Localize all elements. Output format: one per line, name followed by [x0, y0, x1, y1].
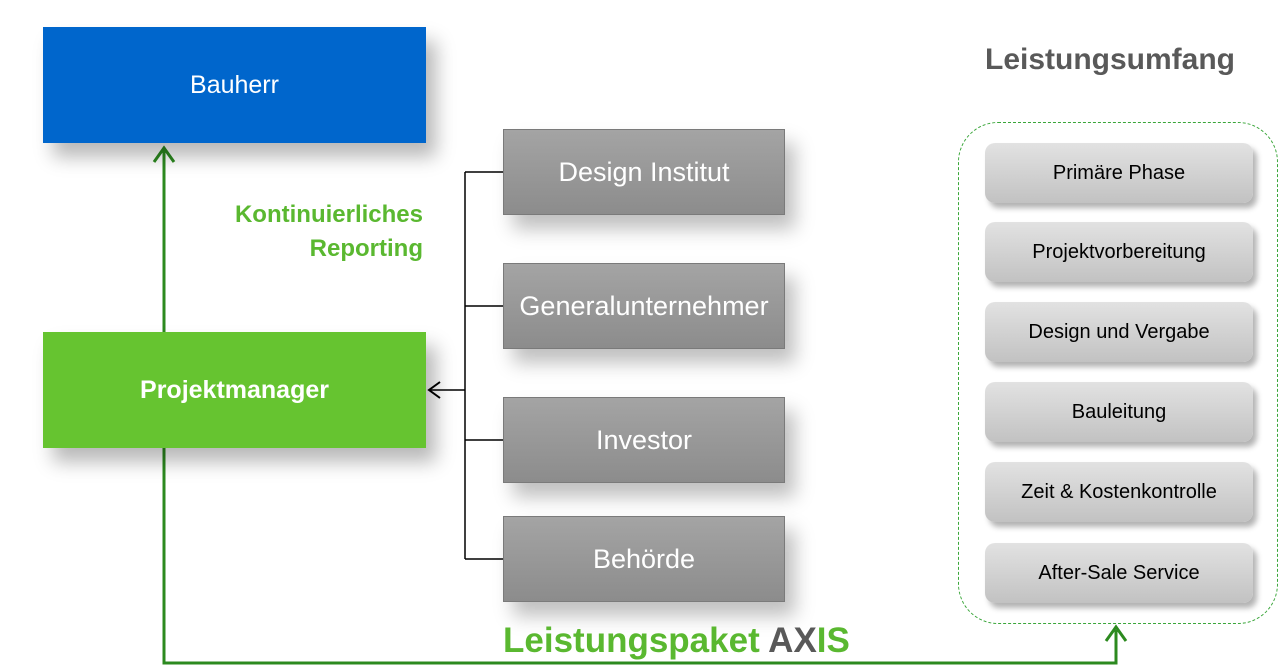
- scope-item-primaere-phase: Primäre Phase: [985, 143, 1253, 203]
- party-label: Design Institut: [558, 156, 730, 187]
- scope-container: [958, 122, 1278, 624]
- package-text: Leistungspaket: [503, 621, 760, 660]
- party-investor: Investor: [503, 397, 785, 483]
- package-arrow-line: [162, 448, 1118, 665]
- party-behoerde: Behörde: [503, 516, 785, 602]
- brand-axis-part1: AX: [768, 621, 817, 660]
- package-arrow-head: [1104, 624, 1128, 642]
- reporting-arrow-head: [152, 145, 176, 163]
- scope-item-after-sale-service: After-Sale Service: [985, 543, 1253, 603]
- party-design-institut: Design Institut: [503, 129, 785, 215]
- reporting-line-2: Reporting: [309, 235, 423, 262]
- client-label: Bauherr: [190, 70, 279, 99]
- client-box: Bauherr: [43, 27, 426, 143]
- scope-item-bauleitung: Bauleitung: [985, 382, 1253, 442]
- reporting-label: Kontinuierliches Reporting: [235, 198, 423, 266]
- pm-arrow-head: [427, 381, 441, 399]
- reporting-line-1: Kontinuierliches: [234, 201, 423, 228]
- party-generalunternehmer: Generalunternehmer: [503, 263, 785, 349]
- parties-bracket: [430, 171, 503, 560]
- party-label: Behörde: [592, 543, 696, 574]
- scope-item-zeit-kostenkontrolle: Zeit & Kostenkontrolle: [985, 462, 1253, 522]
- project-manager-box: Projektmanager: [43, 332, 426, 448]
- scope-title: Leistungsumfang: [985, 43, 1236, 76]
- scope-item-design-und-vergabe: Design und Vergabe: [985, 302, 1253, 362]
- package-label: Leistungspaket AXIS: [503, 620, 850, 662]
- brand-axis-part2: IS: [816, 621, 850, 660]
- project-manager-label: Projektmanager: [140, 375, 329, 404]
- scope-item-projektvorbereitung: Projektvorbereitung: [985, 222, 1253, 282]
- party-label: Generalunternehmer: [519, 290, 769, 321]
- party-label: Investor: [595, 424, 693, 455]
